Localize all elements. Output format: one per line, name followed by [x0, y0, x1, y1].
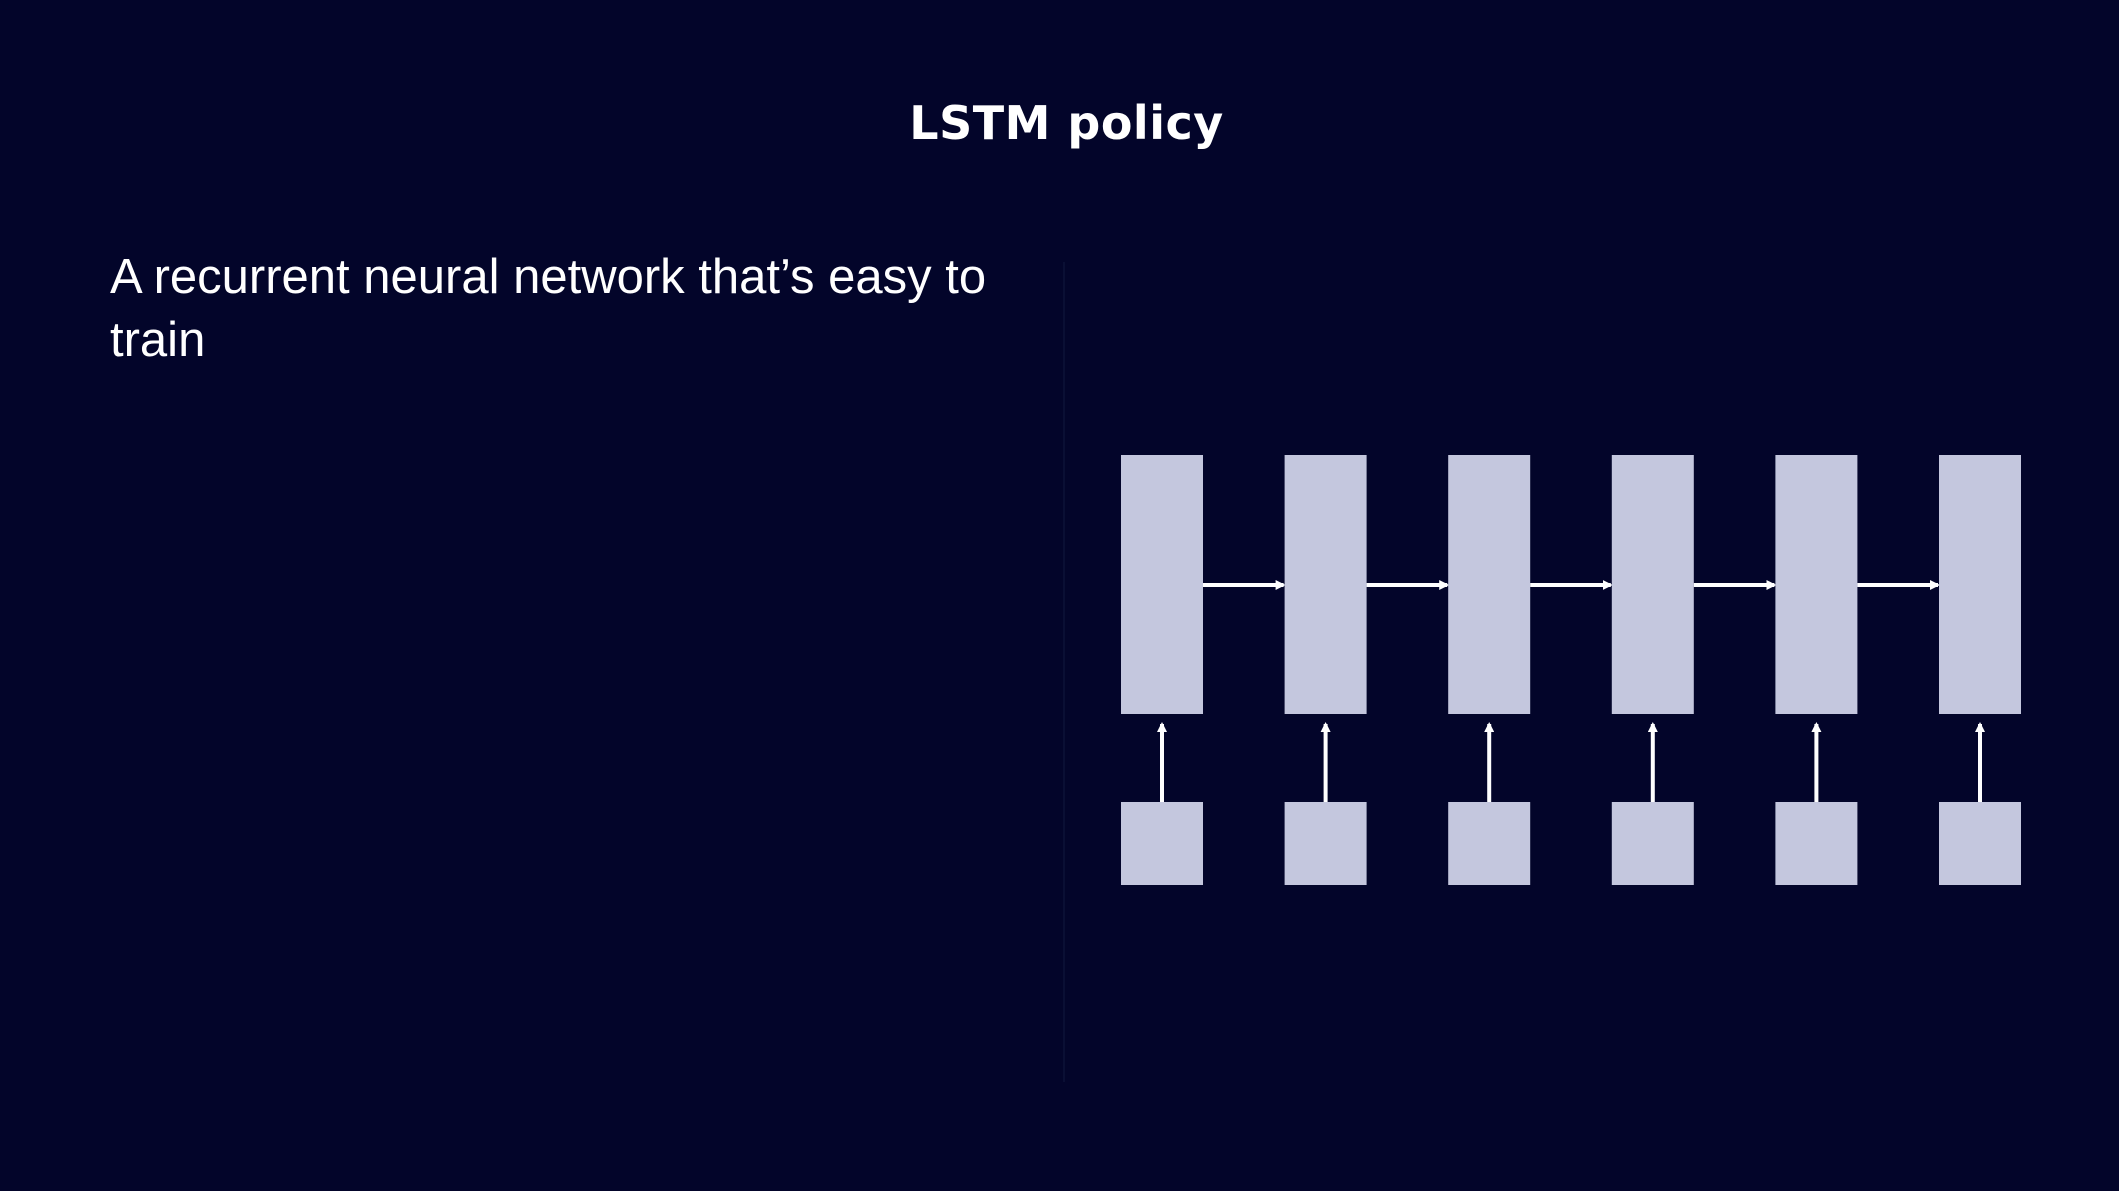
- lstm-cell: [1448, 455, 1531, 714]
- lstm-cell: [1121, 455, 1203, 714]
- lstm-cell: [1939, 455, 2021, 714]
- lstm-cell: [1284, 455, 1367, 714]
- slide-title: LSTM policy: [909, 96, 1224, 150]
- slide-body-text: A recurrent neural network that’s easy t…: [110, 250, 987, 367]
- lstm-cell: [1611, 455, 1694, 714]
- input-block: [1121, 802, 1203, 885]
- input-block: [1448, 802, 1531, 885]
- lstm-cell: [1775, 455, 1858, 714]
- input-block: [1284, 802, 1367, 885]
- slide-divider: [1063, 262, 1065, 1082]
- input-block: [1775, 802, 1858, 885]
- input-block: [1611, 802, 1694, 885]
- input-block: [1939, 802, 2021, 885]
